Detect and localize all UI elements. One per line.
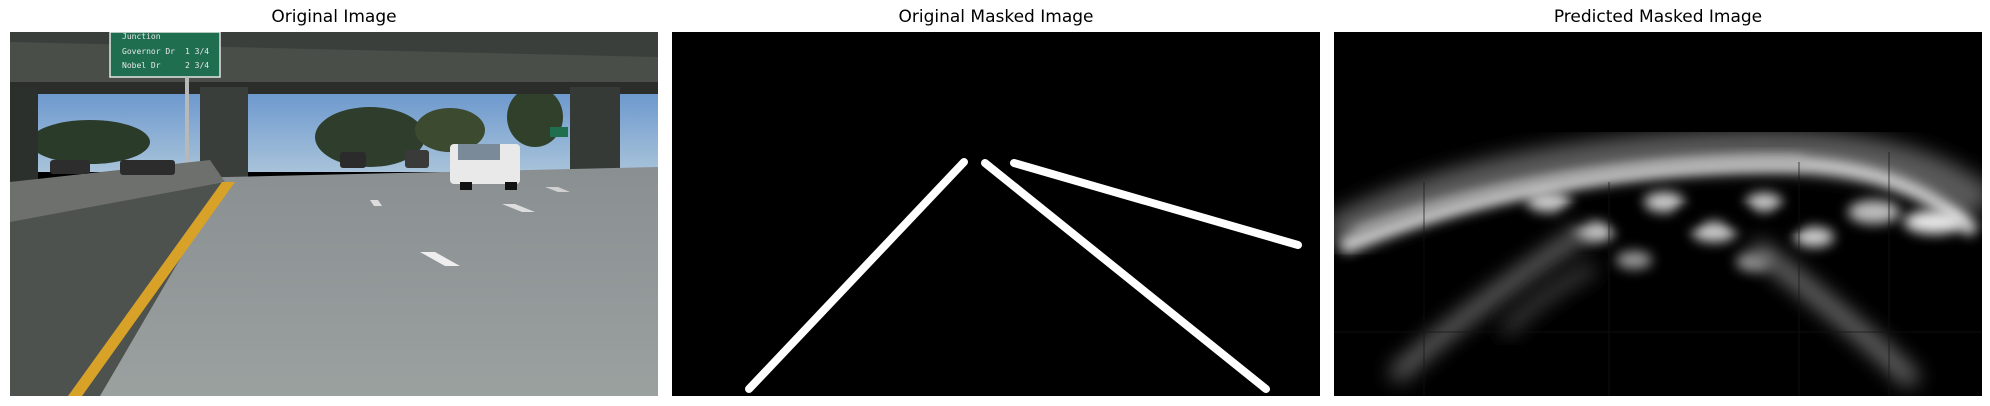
lane-line-center [981, 159, 1270, 393]
sign-distance-nobel: 2 3/4 [185, 61, 209, 70]
ground-truth-lane-mask [672, 32, 1320, 396]
panel-title: Original Image [271, 7, 397, 27]
panel-predicted-mask: Predicted Masked Image [1334, 0, 1982, 406]
predicted-lane-mask [1334, 32, 1982, 396]
panel-title: Predicted Masked Image [1553, 7, 1763, 27]
sign-distance-governor: 1 3/4 [185, 47, 209, 56]
lane-line-right [1010, 159, 1302, 249]
road-sign: Junction Governor Dr 1 3/4 Nobel Dr 2 3/… [109, 32, 221, 167]
sign-line-governor: Governor Dr [122, 47, 175, 56]
original-road-photo: Junction Governor Dr 1 3/4 Nobel Dr 2 3/… [10, 32, 658, 396]
sign-line-junction: Junction [122, 32, 161, 41]
lane-line-left [745, 158, 968, 393]
panel-original-image: Original Image [10, 0, 658, 406]
panel-original-mask: Original Masked Image [672, 0, 1320, 406]
sign-line-nobel: Nobel Dr [122, 61, 161, 70]
panel-title: Original Masked Image [898, 7, 1094, 27]
